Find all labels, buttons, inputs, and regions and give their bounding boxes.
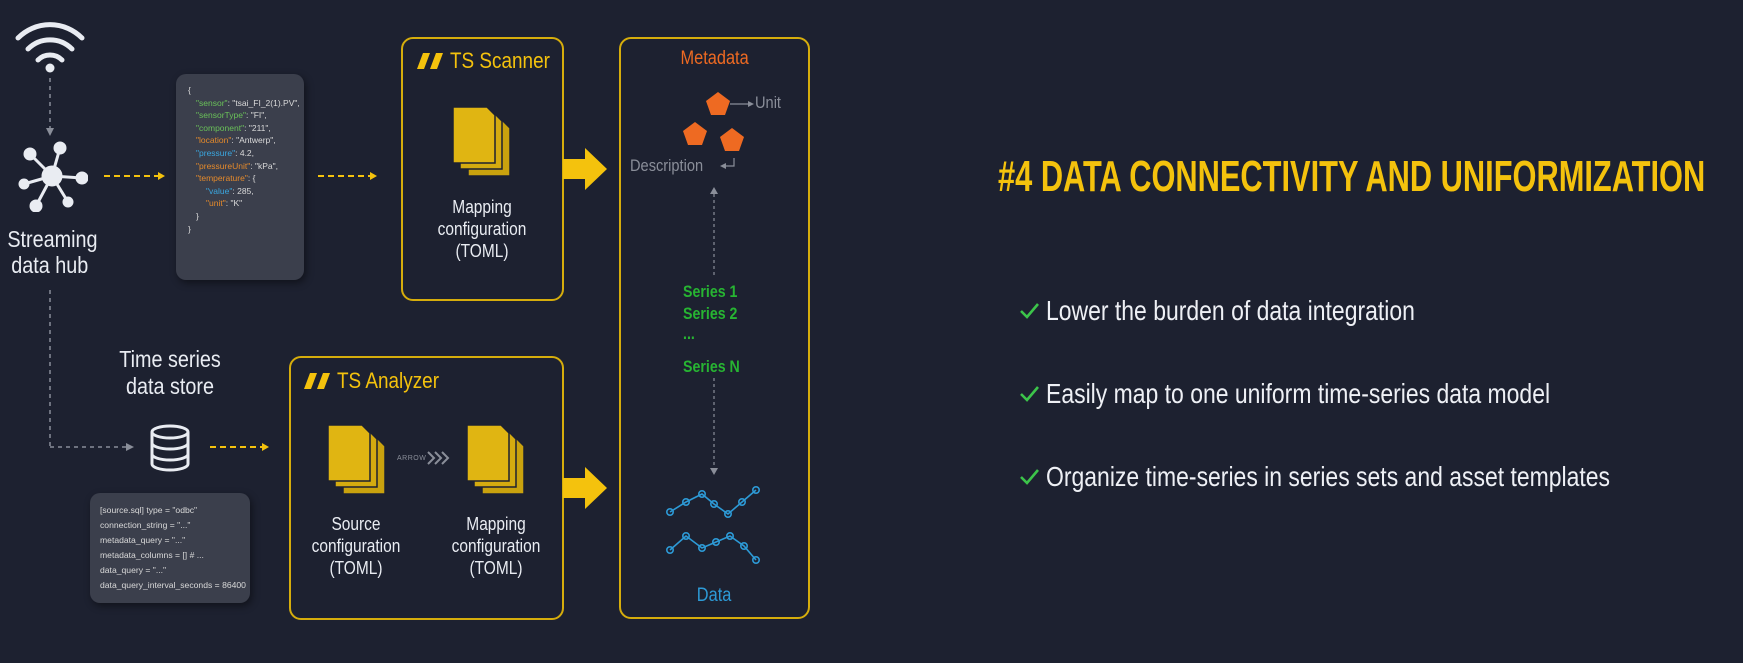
json-payload-card: { "sensor": "tsai_FI_2(1).PV", "sensorTy…	[176, 74, 304, 280]
scanner-to-model-arrow	[563, 148, 607, 190]
model-vertical-connector	[710, 187, 718, 475]
json-line: "sensorType": "FI",	[196, 110, 267, 121]
bullet-item: Organize time-series in series sets and …	[1018, 461, 1734, 493]
streaming-hub-label: Streaming data hub	[7, 226, 98, 278]
sql-line: metadata_query = "..."	[100, 535, 186, 545]
series-item: ...	[683, 325, 695, 343]
document-stack-icon	[466, 424, 525, 495]
bullet-item: Lower the burden of data integration	[1018, 295, 1496, 327]
database-icon	[150, 424, 190, 472]
json-line: "location": "Antwerp",	[196, 135, 276, 146]
wifi-icon	[15, 22, 85, 73]
json-line: "pressure": 4.2,	[196, 147, 255, 158]
checkmark-icon	[1020, 303, 1039, 319]
scanner-mapping-config-label: Mapping configuration (TOML)	[437, 197, 527, 261]
document-stack-icon	[327, 424, 386, 495]
ts-scanner-title: TS Scanner	[416, 48, 566, 74]
bullet-item: Easily map to one uniform time-series da…	[1018, 378, 1661, 410]
ts-logo-icon	[417, 53, 443, 69]
checkmark-icon	[1020, 386, 1039, 402]
json-line: "value": 285,	[206, 185, 254, 196]
sql-line: connection_string = "..."	[100, 520, 191, 530]
json-line: "pressureUnit": "kPa",	[196, 160, 279, 171]
data-model-box	[619, 37, 810, 619]
ts-analyzer-title: TS Analyzer	[303, 368, 456, 394]
source-config-label: Source configuration (TOML)	[311, 514, 401, 578]
sql-line: [source.sql] type = "odbc"	[100, 505, 198, 515]
json-line: "sensor": "tsai_FI_2(1).PV",	[196, 97, 300, 108]
document-stack-icon	[452, 106, 511, 177]
sql-line: metadata_columns = [] # ...	[100, 550, 204, 560]
data-store-label: Time series data store	[119, 346, 221, 399]
sql-config-card: [source.sql] type = "odbc" connection_st…	[90, 493, 250, 603]
left-connectors	[46, 78, 377, 451]
metadata-label: Metadata	[680, 48, 749, 69]
unit-label: Unit	[755, 93, 782, 112]
streaming-hub-icon	[18, 141, 88, 212]
metadata-connectors	[720, 101, 754, 169]
metadata-pentagons-icon	[683, 92, 744, 151]
checkmark-icon	[1020, 469, 1039, 485]
analyzer-to-model-arrow	[563, 467, 607, 509]
ts-logo-icon	[304, 373, 330, 389]
series-item: Series 1	[683, 283, 738, 301]
chevrons-right-icon	[427, 451, 450, 465]
json-line: "component": "211",	[196, 122, 271, 133]
series-item: Series 2	[683, 305, 738, 323]
headline: #4 DATA CONNECTIVITY AND UNIFORMIZATION	[998, 152, 1706, 201]
json-line: "temperature": {	[196, 173, 256, 184]
chevron-arrow: ARROW	[397, 450, 452, 466]
description-label: Description	[630, 156, 704, 175]
sql-line: data_query_interval_seconds = 86400	[100, 580, 246, 590]
sql-line: data_query = "..."	[100, 565, 167, 575]
series-item: Series N	[683, 358, 740, 376]
json-line: "unit": "K"	[206, 198, 243, 209]
data-label: Data	[697, 585, 732, 606]
analyzer-mapping-config-label: Mapping configuration (TOML)	[451, 514, 541, 578]
data-series-icon	[665, 486, 761, 565]
